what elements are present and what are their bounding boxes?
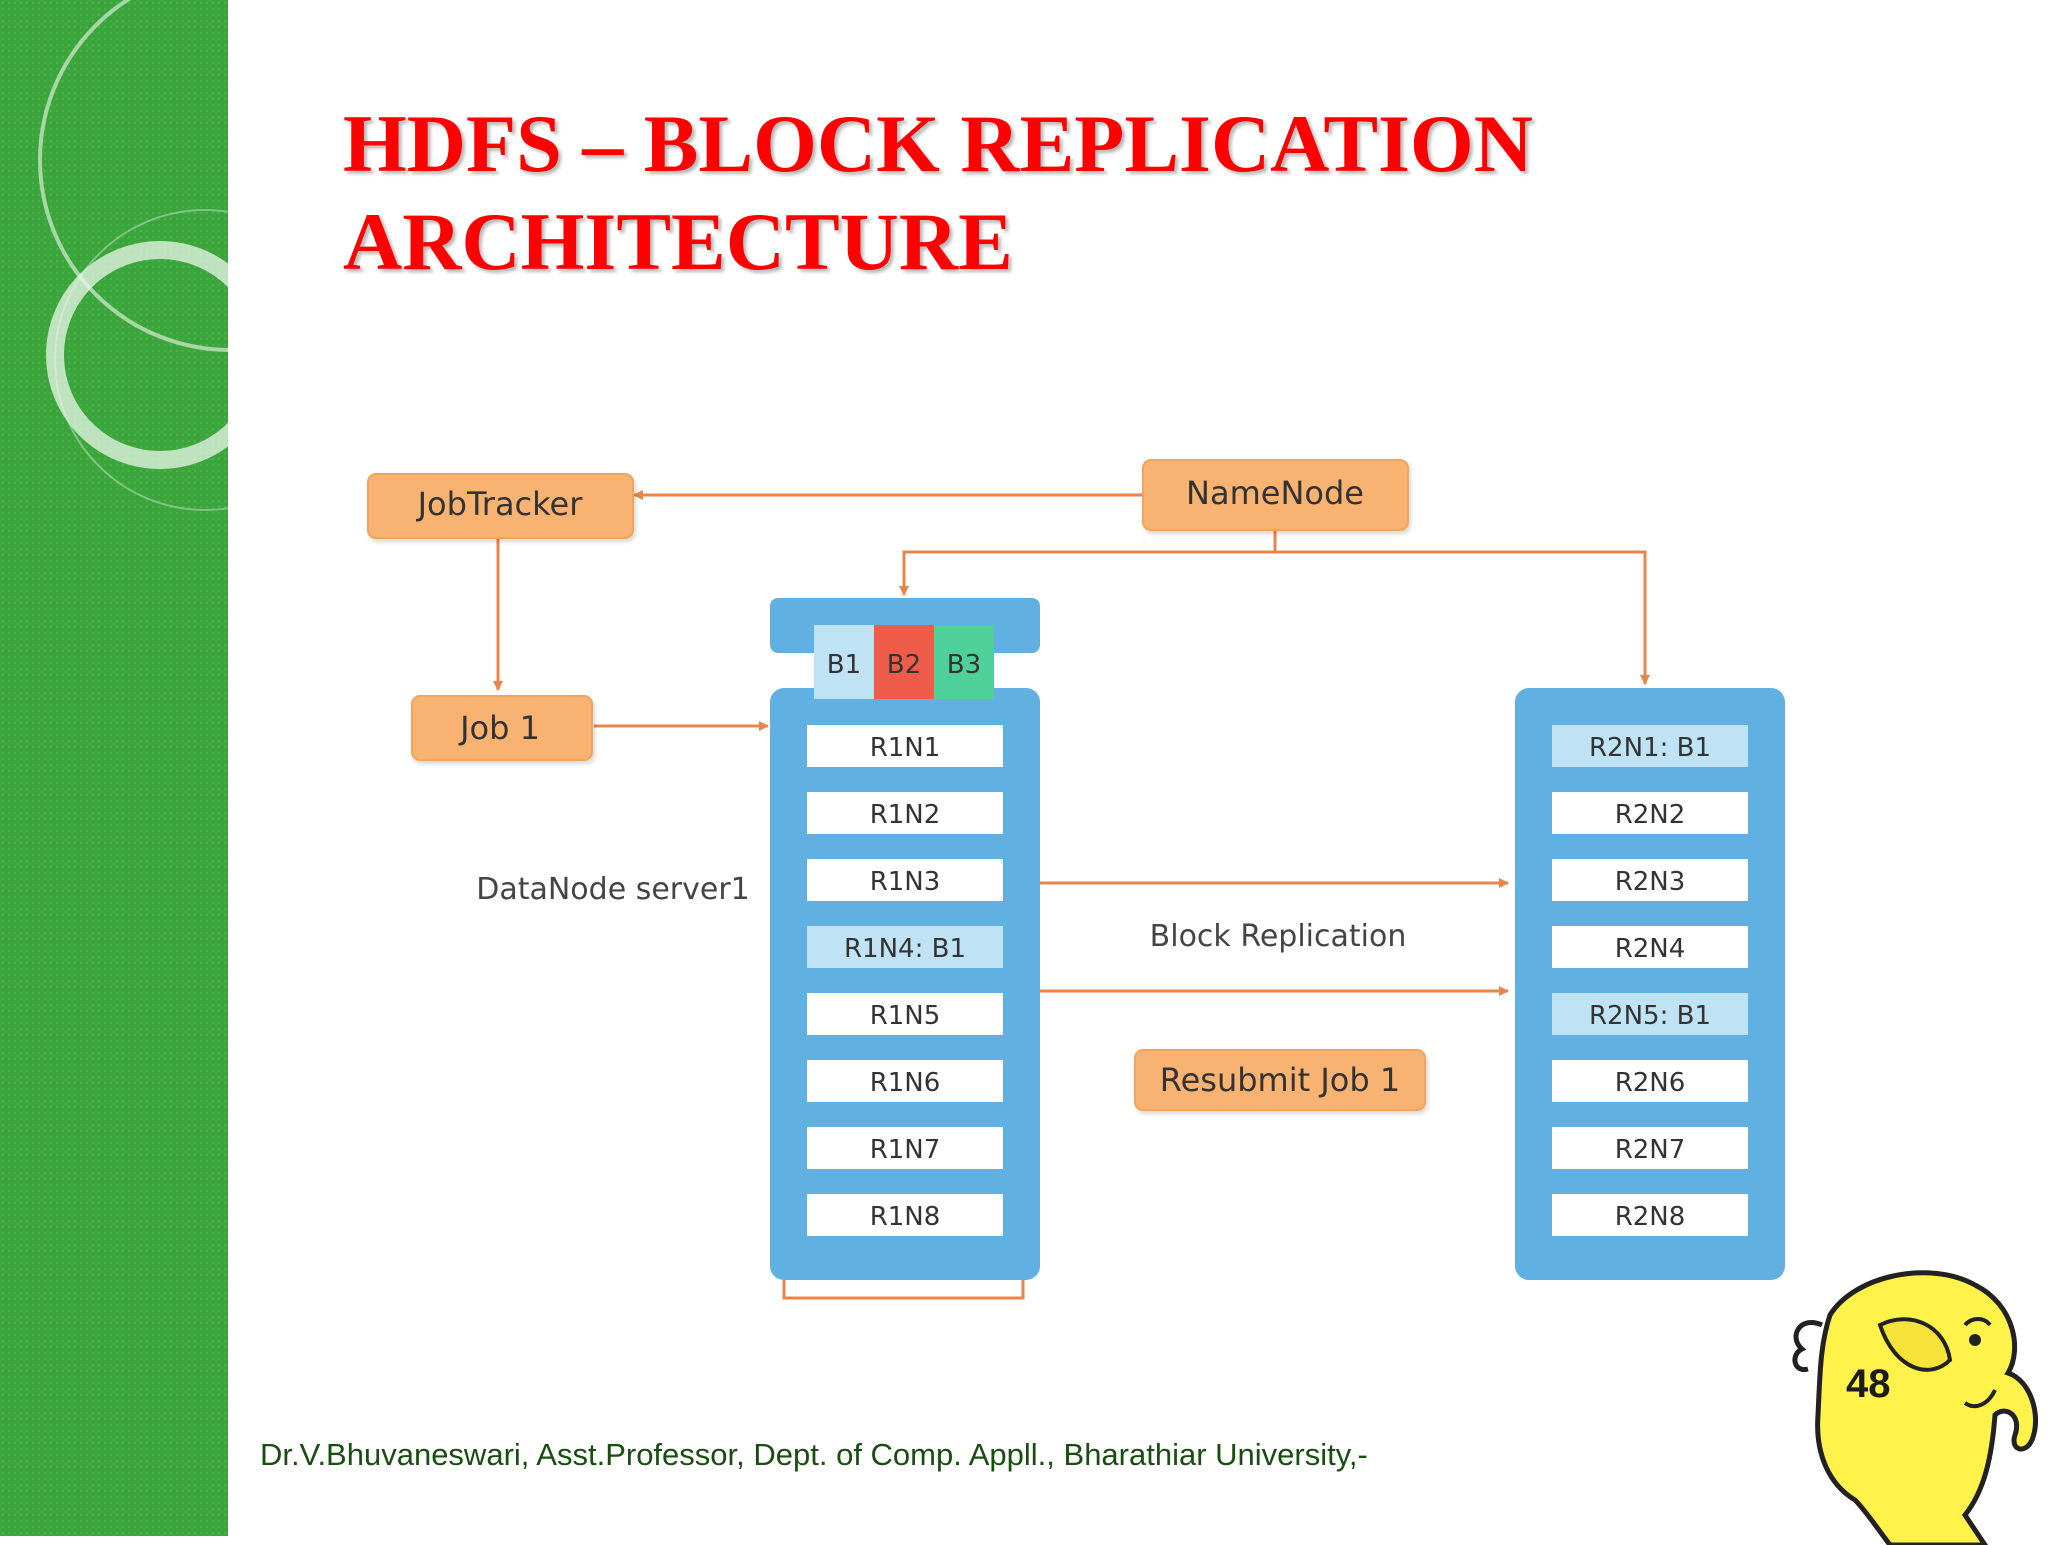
namenode-box: NameNode xyxy=(1142,459,1409,531)
rack-1-node-8-label: R1N8 xyxy=(870,1202,941,1232)
ring-decoration xyxy=(38,0,228,511)
rack-2-node-8-label: R2N8 xyxy=(1615,1202,1686,1232)
rack-1-node-7-label: R1N7 xyxy=(870,1135,941,1165)
rack-2-node-6-label: R2N6 xyxy=(1615,1068,1686,1098)
rack-2-node-2-label: R2N2 xyxy=(1615,800,1686,830)
footer-credit: Dr.V.Bhuvaneswari, Asst.Professor, Dept.… xyxy=(260,1437,1368,1472)
arrow-namenode-to-rack2 xyxy=(1275,550,1650,685)
rack-2-node-4 xyxy=(1552,926,1748,968)
rack-2-node-7-label: R2N7 xyxy=(1615,1135,1686,1165)
hdfs-replication-diagram: JobTracker NameNode Job 1 Resubmit Job 1… xyxy=(367,459,1785,1300)
block-b3 xyxy=(934,625,994,699)
rack-1-node-4 xyxy=(807,926,1003,968)
page-number: 48 xyxy=(1846,1362,1891,1406)
rack-1-node-6-label: R1N6 xyxy=(870,1068,941,1098)
jobtracker-label: JobTracker xyxy=(416,485,584,523)
rack-1-node-4-label: R1N4: B1 xyxy=(844,934,966,964)
rack-2-node-3-label: R2N3 xyxy=(1615,867,1686,897)
rack-2-node-6 xyxy=(1552,1060,1748,1102)
rack-1-node-7 xyxy=(807,1127,1003,1169)
namenode-label: NameNode xyxy=(1186,474,1364,512)
rack-2-node-1-label: R2N1: B1 xyxy=(1589,733,1711,763)
block-b3-label: B3 xyxy=(947,650,981,680)
rack-2-node-2 xyxy=(1552,792,1748,834)
sidebar-decoration xyxy=(0,0,228,1536)
rack-1-node-5-label: R1N5 xyxy=(870,1001,941,1031)
job1-box: Job 1 xyxy=(411,695,593,761)
rack-1-node-5 xyxy=(807,993,1003,1035)
block-b2 xyxy=(874,625,934,699)
datanode-server-label: DataNode server1 xyxy=(476,872,750,907)
connectors xyxy=(493,490,1650,1300)
resubmit-label: Resubmit Job 1 xyxy=(1160,1061,1400,1099)
rack-2-body xyxy=(1515,688,1785,1280)
block-b2-label: B2 xyxy=(887,650,921,680)
rack-2-node-8 xyxy=(1552,1194,1748,1236)
rack-2-node-4-label: R2N4 xyxy=(1615,934,1686,964)
resubmit-box: Resubmit Job 1 xyxy=(1134,1049,1426,1111)
slide-title: HDFS – BLOCK REPLICATION ARCHITECTURE xyxy=(343,95,1643,291)
rack-1-node-3 xyxy=(807,859,1003,901)
title-line-2: ARCHITECTURE xyxy=(343,196,1013,287)
rack-1-node-6 xyxy=(807,1060,1003,1102)
rack-1-node-2 xyxy=(807,792,1003,834)
rack-2-node-3 xyxy=(1552,859,1748,901)
rack1-bottom-bracket xyxy=(782,1280,1025,1300)
block-b1 xyxy=(814,625,874,699)
rack-2-node-7 xyxy=(1552,1127,1748,1169)
job1-label: Job 1 xyxy=(458,709,540,747)
title-line-1: HDFS – BLOCK REPLICATION xyxy=(343,98,1533,189)
block-replication-label: Block Replication xyxy=(1150,919,1407,954)
hadoop-elephant-icon xyxy=(1792,1270,2038,1545)
rack-1-node-2-label: R1N2 xyxy=(870,800,941,830)
rack-2-node-1 xyxy=(1552,725,1748,767)
block-b1-label: B1 xyxy=(827,650,861,680)
jobtracker-box: JobTracker xyxy=(367,473,634,539)
rack-1-body xyxy=(770,688,1040,1280)
rack-1-node-3-label: R1N3 xyxy=(870,867,941,897)
rack-1-node-1-label: R1N1 xyxy=(870,733,941,763)
rack-2-node-5-label: R2N5: B1 xyxy=(1589,1001,1711,1031)
rack-2-node-5 xyxy=(1552,993,1748,1035)
rack-1-node-8 xyxy=(807,1194,1003,1236)
rack-1-node-1 xyxy=(807,725,1003,767)
arrow-namenode-to-rack1 xyxy=(899,550,1275,596)
